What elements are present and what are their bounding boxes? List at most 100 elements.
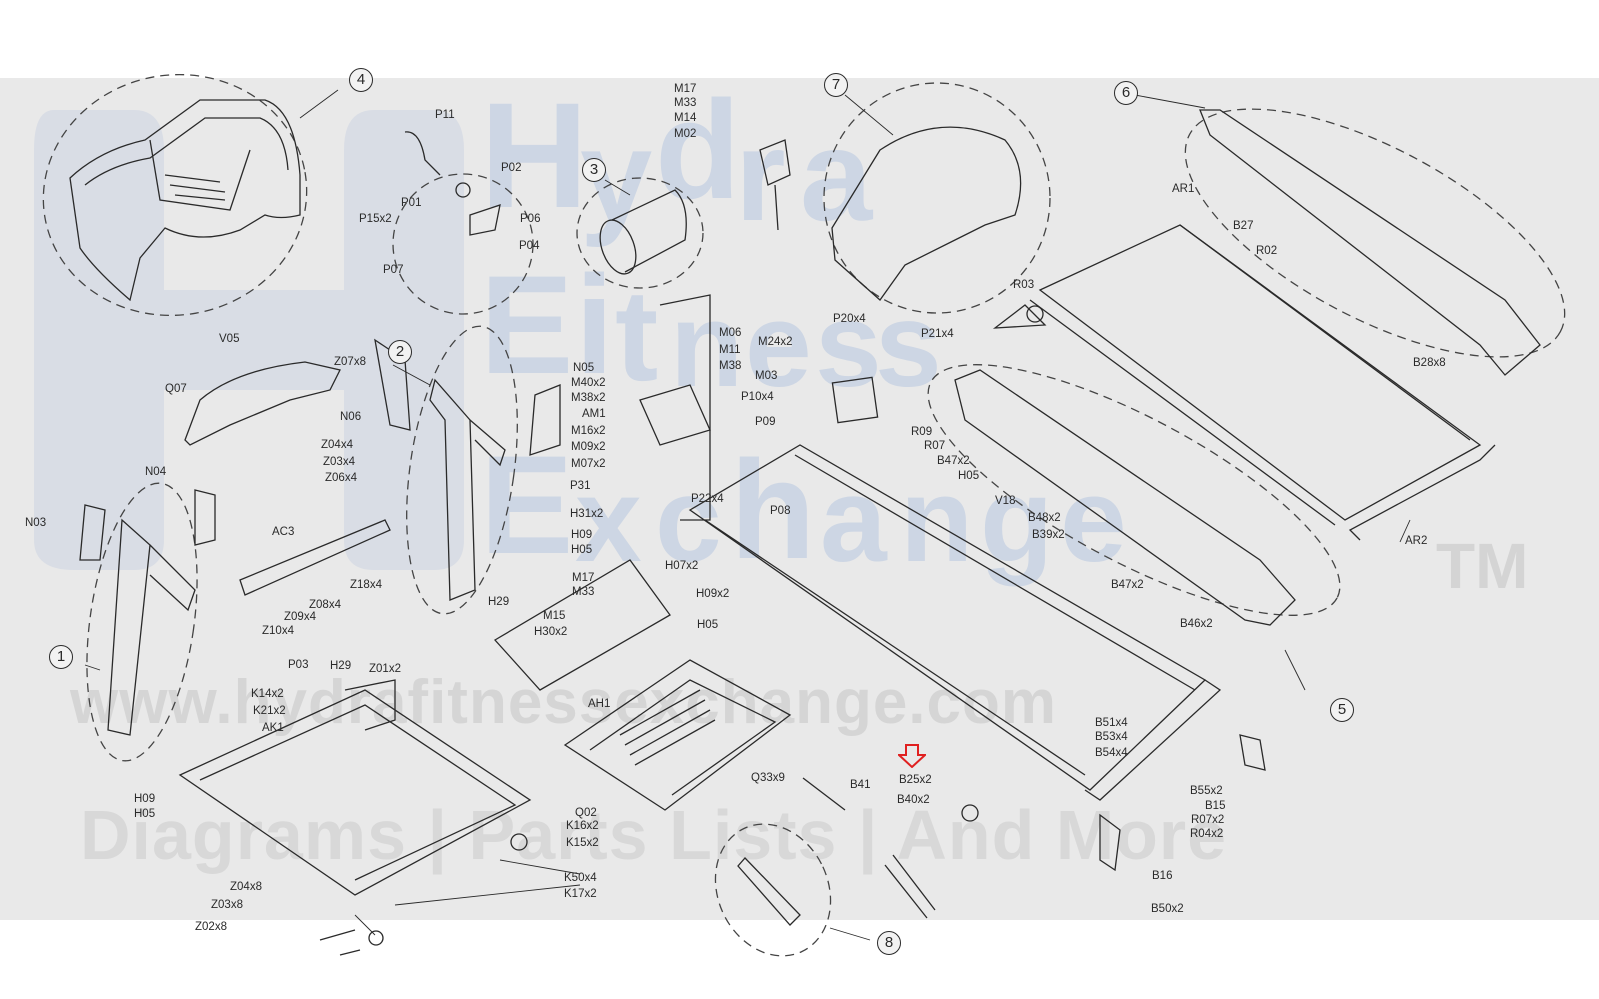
part-label: R02	[1256, 245, 1278, 257]
part-label: B15	[1205, 800, 1226, 812]
part-label: H05	[697, 619, 719, 631]
part-label: Z04x4	[321, 439, 353, 451]
part-label: M33	[572, 586, 595, 598]
part-label: Z18x4	[350, 579, 382, 591]
assembly-number: 1	[49, 645, 73, 669]
assembly-number: 2	[388, 340, 412, 364]
watermark-letter: n	[900, 453, 974, 587]
watermark-letter: E	[480, 246, 574, 403]
part-label: Z03x8	[211, 899, 243, 911]
part-label: M16x2	[571, 425, 606, 437]
part-label: Z06x4	[325, 472, 357, 484]
assembly-number: 4	[349, 68, 373, 92]
part-label: P11	[435, 109, 455, 121]
part-label: H05	[134, 808, 156, 820]
side-rail-upper-drawing	[1199, 109, 1541, 376]
watermark-letter: s	[875, 278, 942, 412]
part-label: P07	[383, 264, 404, 276]
part-label: M24x2	[758, 336, 793, 348]
watermark-letter: a	[800, 102, 873, 248]
part-label: B27	[1233, 220, 1254, 232]
down-arrow-icon	[898, 744, 926, 768]
part-label: M03	[755, 370, 778, 382]
motor-drawing	[599, 189, 687, 275]
part-label: P02	[501, 162, 522, 174]
part-label: N06	[340, 411, 362, 423]
part-label: M38	[719, 360, 742, 372]
part-label: P21x4	[921, 328, 954, 340]
wheel-drawing	[510, 833, 528, 851]
upright-post-right	[429, 378, 506, 601]
assembly-number: 5	[1330, 698, 1354, 722]
part-label: B54x4	[1095, 747, 1128, 759]
assembly-group-outlines	[42, 73, 1566, 957]
trademark-watermark: TM	[1436, 530, 1529, 602]
part-label: M33	[674, 97, 697, 109]
part-label: B46x2	[1180, 618, 1213, 630]
part-label: K21x2	[253, 705, 286, 717]
part-label: AM1	[582, 408, 606, 420]
part-label: P03	[288, 659, 309, 671]
part-label: H30x2	[534, 626, 568, 638]
part-label: Z02x8	[195, 921, 227, 933]
part-label: M11	[719, 344, 741, 356]
part-label: N03	[25, 517, 47, 529]
assembly-number: 3	[582, 158, 606, 182]
part-label: B50x2	[1151, 903, 1184, 915]
part-label: AH1	[588, 698, 611, 710]
part-label: M14	[674, 112, 697, 124]
part-label: M09x2	[571, 441, 606, 453]
part-label: B53x4	[1095, 731, 1128, 743]
part-label: M17	[572, 572, 595, 584]
watermark-letter: e	[1060, 453, 1127, 587]
part-label: M38x2	[571, 392, 606, 404]
part-label: P15x2	[359, 213, 392, 225]
watermark-letter: s	[815, 278, 882, 412]
part-label: Z10x4	[262, 625, 294, 637]
part-label: M07x2	[571, 458, 606, 470]
brand-logo-watermark	[34, 110, 464, 570]
part-label: P04	[519, 240, 540, 252]
part-label: B41	[850, 779, 871, 791]
part-label: B51x4	[1095, 717, 1128, 729]
watermark-letter: g	[980, 453, 1054, 587]
lift-arm-drawing	[737, 857, 801, 926]
part-label: K16x2	[566, 820, 599, 832]
part-label: P09	[755, 416, 776, 428]
part-label: AR2	[1405, 535, 1428, 547]
part-label: AR1	[1172, 183, 1195, 195]
part-label: B40x2	[897, 794, 930, 806]
electronics-tray-drawing	[563, 659, 792, 811]
part-label: Z03x4	[323, 456, 355, 468]
part-label: V18	[995, 495, 1016, 507]
part-label: H31x2	[570, 508, 604, 520]
upright-post-left	[107, 518, 196, 736]
assembly-number: 7	[824, 73, 848, 97]
part-label: B48x2	[1028, 512, 1061, 524]
part-label: H09x2	[696, 588, 730, 600]
watermark-letter: h	[730, 431, 816, 588]
assembly-number: 8	[877, 931, 901, 955]
part-label: M17	[674, 83, 697, 95]
brand-name-watermark: H y d r a E i t n e s s E x c h a n g e	[480, 80, 1460, 640]
watermark-letter: i	[575, 246, 614, 403]
part-label: M02	[674, 128, 697, 140]
tagline-watermark: Diagrams | Parts Lists | And More	[80, 796, 1228, 874]
part-label: K15x2	[566, 837, 599, 849]
part-label: N05	[573, 362, 595, 374]
part-label: P01	[401, 197, 422, 209]
part-label: P08	[770, 505, 791, 517]
part-label: H09	[134, 793, 156, 805]
diagram-background-band	[0, 78, 1599, 920]
handlebar-tray-drawing	[184, 361, 341, 446]
watermark-letter: n	[670, 278, 744, 412]
part-label: V05	[219, 333, 240, 345]
watermark-letter: d	[655, 71, 741, 228]
part-label: B28x8	[1413, 357, 1446, 369]
part-label: Z01x2	[369, 663, 401, 675]
part-label: P31	[570, 480, 591, 492]
part-label: K14x2	[251, 688, 284, 700]
watermark-letter: a	[820, 453, 887, 587]
part-label: B47x2	[937, 455, 970, 467]
